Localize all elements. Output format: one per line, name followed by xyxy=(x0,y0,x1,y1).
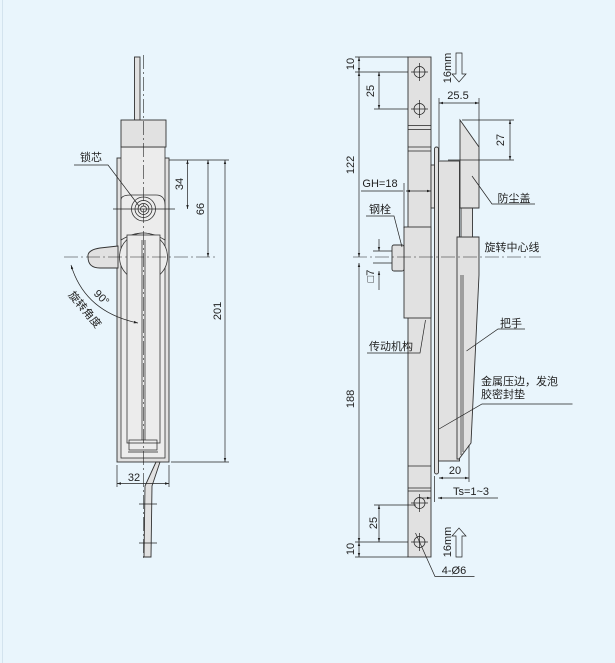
dim-32: 32 xyxy=(128,472,140,484)
spacer-block xyxy=(430,164,435,209)
dim-top-10: 10 xyxy=(345,58,357,70)
handle-base xyxy=(438,160,460,462)
dust-cover-hinge xyxy=(460,207,473,238)
top-rod xyxy=(134,56,141,121)
label-adjust-top: 16mm xyxy=(442,53,454,84)
dim-top-25: 25 xyxy=(365,85,377,97)
right-view: 10 25 122 188 25 10 GH=18 □7 25.5 27 20 … xyxy=(345,52,573,577)
steel-bolt xyxy=(391,244,405,272)
dim-gh: GH=18 xyxy=(362,178,397,190)
label-steel-bolt: 钢栓 xyxy=(369,202,391,216)
dim-122: 122 xyxy=(345,156,357,174)
dim-square-7: □7 xyxy=(365,270,377,283)
rotation-arc xyxy=(70,264,139,324)
lock-core-leader xyxy=(74,164,140,207)
label-gasket-line2: 胶密封垫 xyxy=(481,387,525,401)
handle-foot xyxy=(128,439,158,451)
label-handle: 把手 xyxy=(500,316,522,330)
bottom-rod xyxy=(143,461,161,558)
dim-34: 34 xyxy=(174,178,186,190)
dim-201: 201 xyxy=(212,302,224,320)
mounting-hole-icons xyxy=(411,63,428,551)
dim-bottom-25: 25 xyxy=(368,517,380,529)
dim-bottom-10: 10 xyxy=(345,543,357,555)
dim-188: 188 xyxy=(345,390,357,408)
label-rotation-centerline: 旋转中心线 xyxy=(485,240,540,254)
gasket-strip xyxy=(434,146,439,475)
handle xyxy=(456,236,480,460)
dim-25-5: 25.5 xyxy=(447,90,468,102)
label-adjust-bottom: 16mm xyxy=(442,527,454,558)
transmission-mechanism xyxy=(403,226,432,319)
label-holes: 4-Ø6 xyxy=(442,565,466,577)
down-arrow-icon xyxy=(451,52,467,83)
frame-border xyxy=(2,0,3,663)
label-dust-cover: 防尘盖 xyxy=(498,191,531,205)
up-arrow-icon xyxy=(451,527,467,558)
label-transmission: 传动机构 xyxy=(369,339,413,353)
plate-segment-lines xyxy=(408,125,431,492)
left-view: 34 66 201 32 锁芯 90° 旋转角度 xyxy=(64,55,229,559)
dim-27: 27 xyxy=(495,134,507,146)
label-gasket-line1: 金属压边，发泡 xyxy=(481,374,558,388)
dim-20: 20 xyxy=(449,465,461,477)
label-angle: 90° xyxy=(91,288,111,308)
dim-ts: Ts=1~3 xyxy=(453,486,489,498)
dim-66: 66 xyxy=(195,203,207,215)
dust-cover xyxy=(459,118,480,209)
label-lock-core: 锁芯 xyxy=(80,150,102,164)
